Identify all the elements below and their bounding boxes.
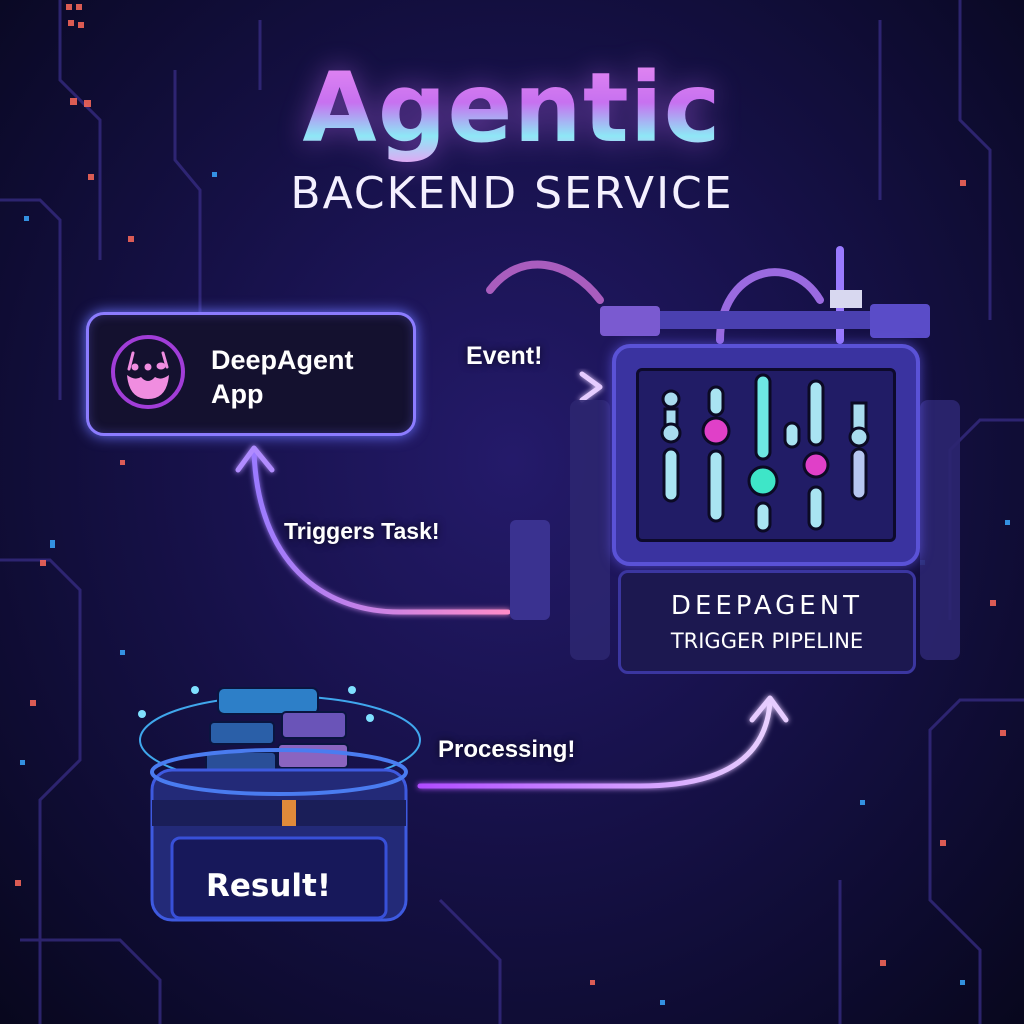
triggers-task-label: Triggers Task!	[284, 518, 440, 544]
pipe-connector	[600, 306, 660, 336]
processing-arrow	[417, 695, 789, 789]
side-valve	[510, 520, 550, 620]
pipeline-title: DEEPAGENT	[670, 591, 864, 621]
page-title: Agentic	[0, 52, 1024, 164]
event-arrow	[417, 371, 603, 403]
pipeline-screen	[612, 344, 920, 566]
database-stack-icon	[138, 686, 421, 922]
pipeline-subtitle: TRIGGER PIPELINE	[670, 629, 864, 653]
pipeline-nameplate: DEEPAGENT TRIGGER PIPELINE	[618, 570, 916, 674]
app-node-label: DeepAgent App	[211, 345, 354, 409]
pipe-clamp	[830, 290, 862, 308]
triggers-task-arrow	[235, 445, 511, 615]
processing-label: Processing!	[438, 736, 576, 763]
result-label: Result!	[206, 868, 331, 904]
deepagent-app-node[interactable]: DeepAgent App	[86, 312, 416, 436]
agent-face-icon	[111, 335, 185, 409]
page-subtitle: BACKEND SERVICE	[290, 168, 734, 219]
event-label: Event!	[466, 342, 543, 370]
sliders-equalizer-icon	[660, 373, 870, 533]
trigger-pipeline-node[interactable]: DEEPAGENT TRIGGER PIPELINE	[612, 344, 920, 676]
